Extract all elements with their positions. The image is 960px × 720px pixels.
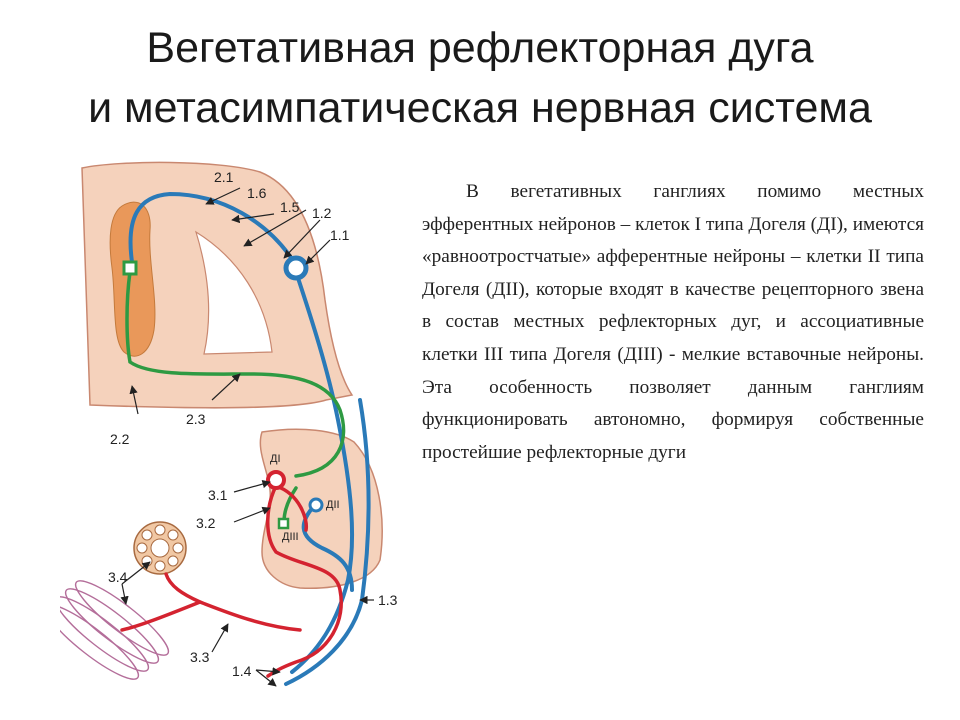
- dogiel-ii-cell: [308, 497, 324, 513]
- gland: [133, 521, 187, 575]
- label-3-2: 3.2: [196, 515, 216, 531]
- label-2-2: 2.2: [110, 431, 130, 447]
- target-organ: [60, 580, 170, 680]
- dogiel-i-cell: [266, 470, 286, 490]
- label-3-3: 3.3: [190, 649, 210, 665]
- title-line-1: Вегетативная рефлекторная дуга: [146, 24, 814, 72]
- label-1-4: 1.4: [232, 663, 252, 679]
- label-1-3: 1.3: [378, 592, 398, 608]
- label-3-4: 3.4: [108, 569, 128, 585]
- description-paragraph: В вегетативных ганглиях помимо местных э…: [422, 181, 925, 463]
- label-1-6: 1.6: [247, 185, 267, 201]
- label-2-3: 2.3: [186, 411, 206, 427]
- slide-title: Вегетативная рефлекторная дуга и метасим…: [0, 18, 960, 138]
- reflex-arc-diagram: 2.1 1.6 1.5 1.2 1.1 2.3 2.2 3.1 3.2 3.4 …: [60, 161, 398, 687]
- label-2-1: 2.1: [214, 169, 234, 185]
- label-1-5: 1.5: [280, 199, 300, 215]
- label-3-1: 3.1: [208, 487, 228, 503]
- title-line-2: и метасимпатическая нервная система: [88, 84, 872, 132]
- label-pointers: [120, 187, 374, 687]
- dogiel-iii-cell: [277, 517, 290, 530]
- lateral-horn: [109, 201, 156, 357]
- label-dogiel-i: ДI: [270, 453, 281, 465]
- label-1-2: 1.2: [312, 205, 332, 221]
- cord-cavity: [194, 230, 273, 355]
- efferent-pathway: [120, 484, 343, 678]
- afferent-neuron-body: [283, 255, 309, 281]
- label-1-1: 1.1: [330, 227, 350, 243]
- preganglionic-neuron-body: [122, 260, 138, 276]
- afferent-pathway: [128, 191, 371, 686]
- label-dogiel-ii: ДII: [326, 499, 340, 511]
- label-dogiel-iii: ДIII: [282, 531, 299, 543]
